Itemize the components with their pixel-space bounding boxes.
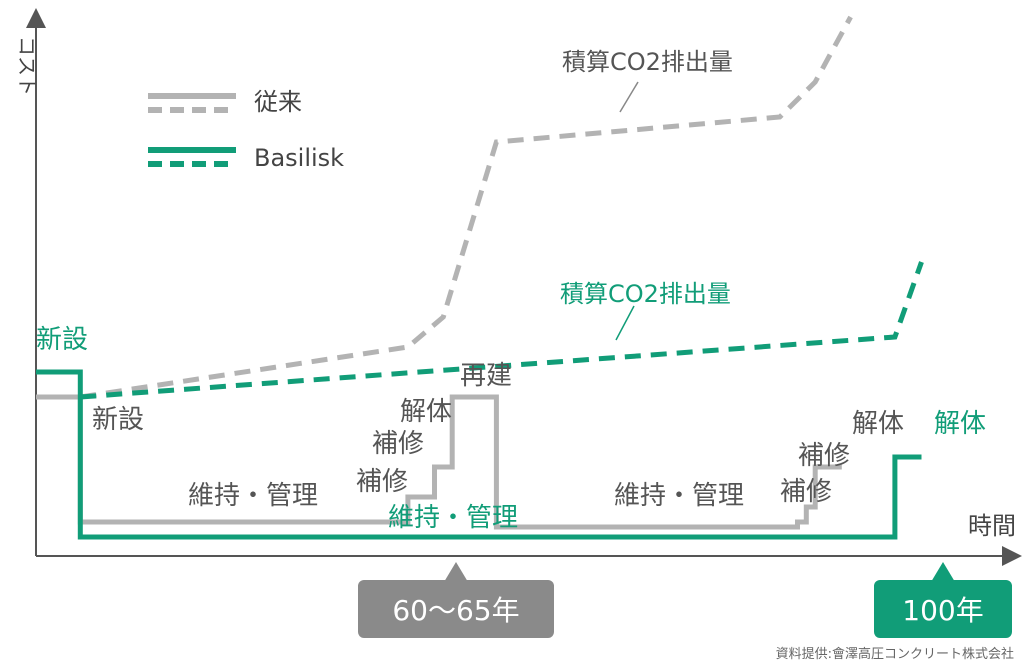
hoshu-label-1: 補修	[356, 467, 408, 497]
kaitai-label-1: 解体	[400, 397, 452, 427]
kaitai-label-basilisk: 解体	[934, 409, 986, 439]
marker-100-label: 100年	[902, 594, 983, 627]
legend-basilisk-label: Basilisk	[254, 144, 344, 172]
marker-60-65-years: 60〜65年	[358, 562, 554, 638]
conv-co2-label: 積算CO2排出量	[562, 48, 733, 76]
iji-kanri-label-1: 維持・管理	[188, 481, 318, 511]
basilisk-co2-label: 積算CO2排出量	[560, 280, 731, 308]
conv-co2-leader	[619, 81, 639, 113]
y-axis-label: コスト	[15, 36, 39, 96]
kaitai-label-2: 解体	[852, 409, 904, 439]
basilisk-co2-leader	[615, 305, 635, 341]
saiken-label: 再建	[460, 361, 512, 391]
series-conventional-dashed-1	[79, 15, 853, 400]
x-axis-label: 時間	[968, 512, 1016, 540]
legend-conventional-label: 従来	[254, 88, 302, 116]
hoshu-label-2: 補修	[372, 429, 424, 459]
series-basilisk-solid-2	[36, 369, 922, 540]
marker-100-pointer	[931, 562, 955, 582]
series-layer	[36, 15, 924, 540]
series-basilisk-dashed-3	[80, 261, 924, 400]
marker-60-65-box	[358, 580, 554, 638]
marker-60-65-label: 60〜65年	[392, 594, 519, 627]
iji-kanri-label-2: 維持・管理	[614, 481, 744, 511]
marker-100-box	[874, 580, 1012, 638]
hoshu-label-4: 補修	[798, 441, 850, 471]
conv-shinsetsu-label: 新設	[92, 405, 144, 435]
source-credit: 資料提供:會澤高圧コンクリート株式会社	[776, 646, 1014, 662]
marker-60-65-pointer	[444, 562, 468, 582]
marker-100-years: 100年	[874, 562, 1012, 638]
basilisk-shinsetsu-label: 新設	[36, 325, 88, 355]
series-conventional-solid-0	[36, 394, 842, 530]
hoshu-label-3: 補修	[780, 477, 832, 507]
iji-kanri-label-basilisk: 維持・管理	[388, 503, 518, 533]
